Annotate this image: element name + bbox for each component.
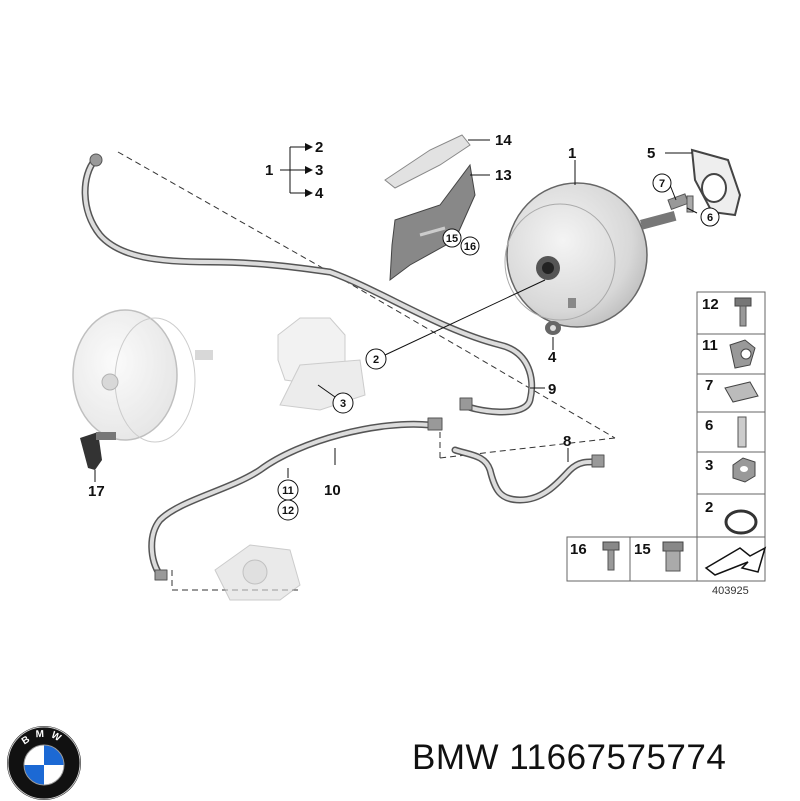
- rod-clip: [667, 193, 694, 213]
- circled-label-15: 15: [442, 228, 462, 248]
- brake-booster: [504, 182, 677, 328]
- hose-9: [81, 153, 536, 416]
- part-number: 11667575774: [509, 738, 727, 777]
- legend-label-3: 3: [705, 457, 713, 474]
- nut-icon: [732, 457, 756, 483]
- sensor: [80, 432, 116, 470]
- group-item-4: 4: [315, 185, 324, 202]
- reference-number: 403925: [712, 585, 749, 597]
- bmw-logo: BMW: [7, 726, 81, 800]
- bolt-icon: [734, 297, 752, 327]
- master-cylinder: [277, 317, 366, 411]
- line-10: [148, 417, 443, 581]
- label-9: 9: [548, 381, 556, 398]
- leader-lines: [94, 139, 698, 482]
- bottom-label-16: 16: [570, 541, 587, 558]
- seal: [545, 321, 561, 335]
- bottom-legend: 16 15: [566, 536, 767, 582]
- label-5: 5: [647, 145, 655, 162]
- label-13: 13: [495, 167, 512, 184]
- bottom-label-15: 15: [634, 541, 651, 558]
- circled-label-16: 16: [460, 236, 480, 256]
- svg-text:16: 16: [464, 241, 476, 253]
- circled-label-11: 11: [277, 479, 299, 501]
- pump: [214, 544, 301, 601]
- label-4: 4: [548, 349, 557, 366]
- label-14: 14: [495, 132, 512, 149]
- svg-text:15: 15: [446, 233, 458, 245]
- legend-label-2: 2: [705, 499, 713, 516]
- label-8: 8: [563, 433, 571, 450]
- svg-text:12: 12: [282, 505, 294, 517]
- legend-label-6: 6: [705, 417, 713, 434]
- pin-icon: [737, 416, 747, 448]
- ghost-booster: [72, 309, 213, 443]
- clamp-icon: [729, 339, 756, 369]
- svg-text:7: 7: [659, 178, 665, 190]
- rivet-icon: [662, 541, 684, 572]
- group-item-3: 3: [315, 162, 323, 179]
- circled-label-6: 6: [700, 207, 720, 227]
- svg-text:11: 11: [282, 485, 294, 497]
- svg-text:2: 2: [373, 354, 379, 366]
- hose-8: [451, 397, 605, 504]
- plate-gasket: [690, 148, 742, 217]
- circled-label-2: 2: [365, 348, 387, 370]
- svg-text:6: 6: [707, 212, 713, 224]
- circled-label-12: 12: [277, 499, 299, 521]
- svg-text:3: 3: [340, 398, 346, 410]
- legend-label-12: 12: [702, 296, 719, 313]
- brand-name: BMW: [412, 738, 500, 777]
- group-item-2: 2: [315, 139, 323, 156]
- cover-14: [384, 134, 471, 189]
- clip-icon: [724, 381, 759, 403]
- circled-label-3: 3: [332, 392, 354, 414]
- group-root-label: 1: [265, 162, 273, 179]
- legend-label-11: 11: [702, 337, 718, 354]
- footer-caption: BMW 11667575774: [412, 738, 726, 778]
- screw-icon: [602, 541, 620, 571]
- label-17: 17: [88, 483, 105, 500]
- parts-legend: 12 11 7 6 3 2: [696, 291, 766, 547]
- direction-arrow-icon: [704, 546, 767, 576]
- label-1: 1: [568, 145, 576, 162]
- leader-arrows: [305, 143, 313, 197]
- ring-icon: [724, 509, 758, 535]
- label-10: 10: [324, 482, 341, 499]
- legend-label-7: 7: [705, 377, 713, 394]
- circled-label-7: 7: [652, 173, 672, 193]
